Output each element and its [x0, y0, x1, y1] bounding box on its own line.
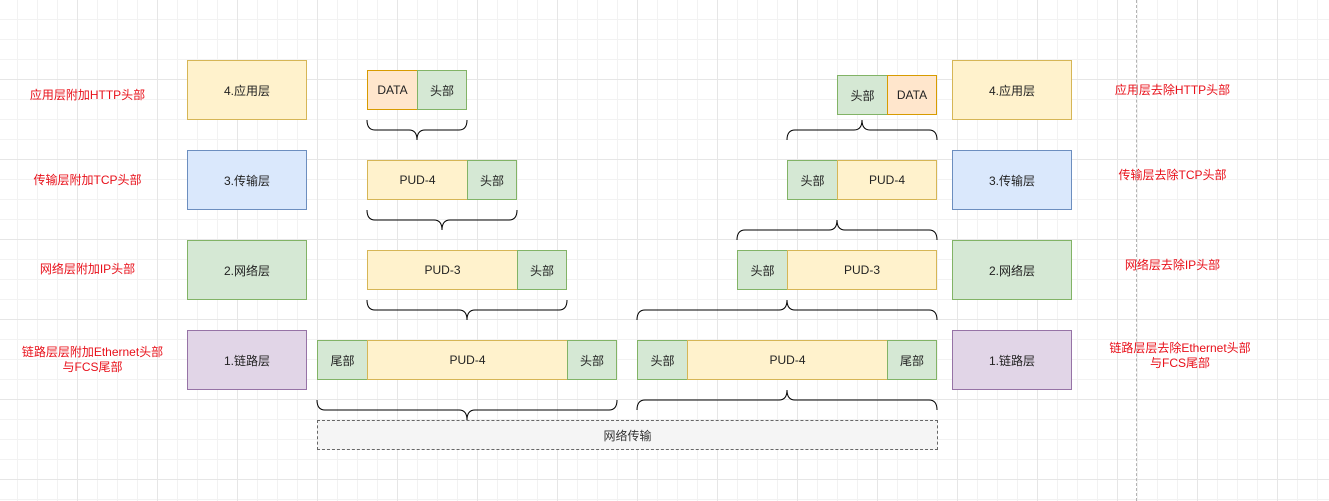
receiver-layer-application: 4.应用层	[952, 60, 1072, 120]
note-right-transport: 传输层去除TCP头部	[1118, 168, 1227, 182]
note-left-app: 应用层附加HTTP头部	[29, 88, 146, 102]
note-right-link: 链路层层去除Ethernet头部 与FCS尾部	[1109, 341, 1251, 370]
receiver-app-data: DATA	[887, 75, 937, 115]
receiver-transport-pud: PUD-4	[837, 160, 937, 200]
receiver-network-pud: PUD-3	[787, 250, 937, 290]
brace-receiver-network	[636, 299, 938, 321]
sender-app-data: DATA	[367, 70, 418, 110]
sender-transport-pud: PUD-4	[367, 160, 468, 200]
brace-receiver-transport	[736, 219, 938, 241]
sender-link-trailer: 尾部	[317, 340, 368, 380]
receiver-link-trailer: 尾部	[887, 340, 937, 380]
sender-link-header: 头部	[567, 340, 617, 380]
receiver-network-header: 头部	[737, 250, 788, 290]
note-left-network: 网络层附加IP头部	[39, 262, 136, 276]
note-right-network: 网络层去除IP头部	[1124, 258, 1221, 272]
sender-network-pud: PUD-3	[367, 250, 518, 290]
sender-network-header: 头部	[517, 250, 567, 290]
receiver-transport-header: 头部	[787, 160, 838, 200]
sender-layer-network: 2.网络层	[187, 240, 307, 300]
receiver-layer-transport: 3.传输层	[952, 150, 1072, 210]
note-left-link: 链路层层附加Ethernet头部 与FCS尾部	[21, 345, 164, 374]
brace-sender-link	[316, 399, 618, 421]
sender-layer-application: 4.应用层	[187, 60, 307, 120]
page-boundary-line	[1136, 0, 1137, 501]
brace-receiver-app	[786, 119, 938, 141]
note-left-transport: 传输层附加TCP头部	[33, 173, 142, 187]
receiver-link-pud: PUD-4	[687, 340, 888, 380]
sender-app-header: 头部	[417, 70, 467, 110]
receiver-layer-network: 2.网络层	[952, 240, 1072, 300]
sender-transport-header: 头部	[467, 160, 517, 200]
sender-link-pud: PUD-4	[367, 340, 568, 380]
network-transfer-bar: 网络传输	[317, 420, 938, 450]
brace-sender-network	[366, 299, 568, 321]
note-right-app: 应用层去除HTTP头部	[1114, 83, 1231, 97]
sender-layer-transport: 3.传输层	[187, 150, 307, 210]
sender-layer-link: 1.链路层	[187, 330, 307, 390]
brace-receiver-link	[636, 389, 938, 411]
brace-sender-transport	[366, 209, 518, 231]
receiver-layer-link: 1.链路层	[952, 330, 1072, 390]
receiver-app-header: 头部	[837, 75, 888, 115]
receiver-link-header: 头部	[637, 340, 688, 380]
brace-sender-app	[366, 119, 468, 141]
